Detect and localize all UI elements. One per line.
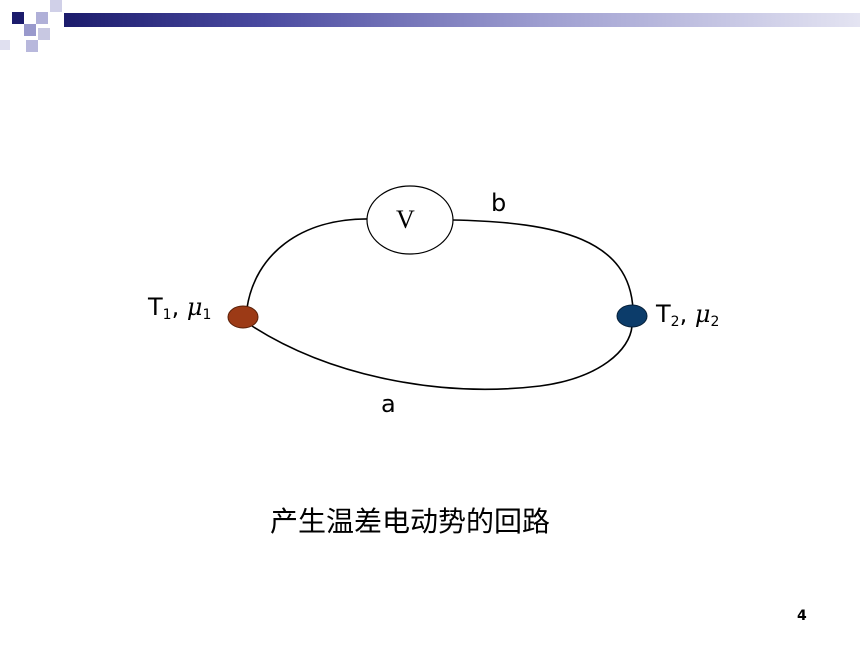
header-gradient-band: [64, 13, 860, 27]
corner-square: [50, 0, 62, 12]
page-number: 4: [797, 608, 807, 624]
chemical-potential-symbol: μ: [186, 293, 203, 321]
corner-square: [12, 12, 24, 24]
chemical-potential-subscript: 2: [710, 314, 720, 330]
corner-square: [0, 40, 10, 50]
corner-square: [38, 28, 50, 40]
voltmeter-circle: [366, 185, 454, 255]
junction-left-label: T1, μ1: [148, 293, 211, 323]
temperature-symbol: T: [656, 300, 671, 328]
corner-square: [24, 24, 36, 36]
wire-b-left: [246, 218, 371, 309]
temperature-symbol: T: [148, 293, 163, 321]
junction-cold: [616, 304, 648, 328]
temperature-subscript: 2: [670, 314, 680, 330]
corner-square: [26, 40, 38, 52]
header-decoration: [0, 0, 860, 56]
wire-a: [251, 325, 633, 390]
junction-hot: [227, 305, 259, 329]
chemical-potential-symbol: μ: [694, 300, 711, 328]
chemical-potential-subscript: 1: [202, 307, 212, 323]
junction-right-label: T2, μ2: [656, 300, 719, 330]
wire-b-label: b: [491, 189, 507, 217]
diagram-caption: 产生温差电动势的回路: [269, 505, 550, 538]
wire-b-right: [451, 219, 634, 311]
temperature-subscript: 1: [162, 307, 172, 323]
voltmeter-label: V: [396, 205, 415, 234]
separator: ,: [679, 300, 688, 328]
corner-square: [36, 12, 48, 24]
wire-a-label: a: [381, 390, 396, 418]
separator: ,: [171, 293, 180, 321]
